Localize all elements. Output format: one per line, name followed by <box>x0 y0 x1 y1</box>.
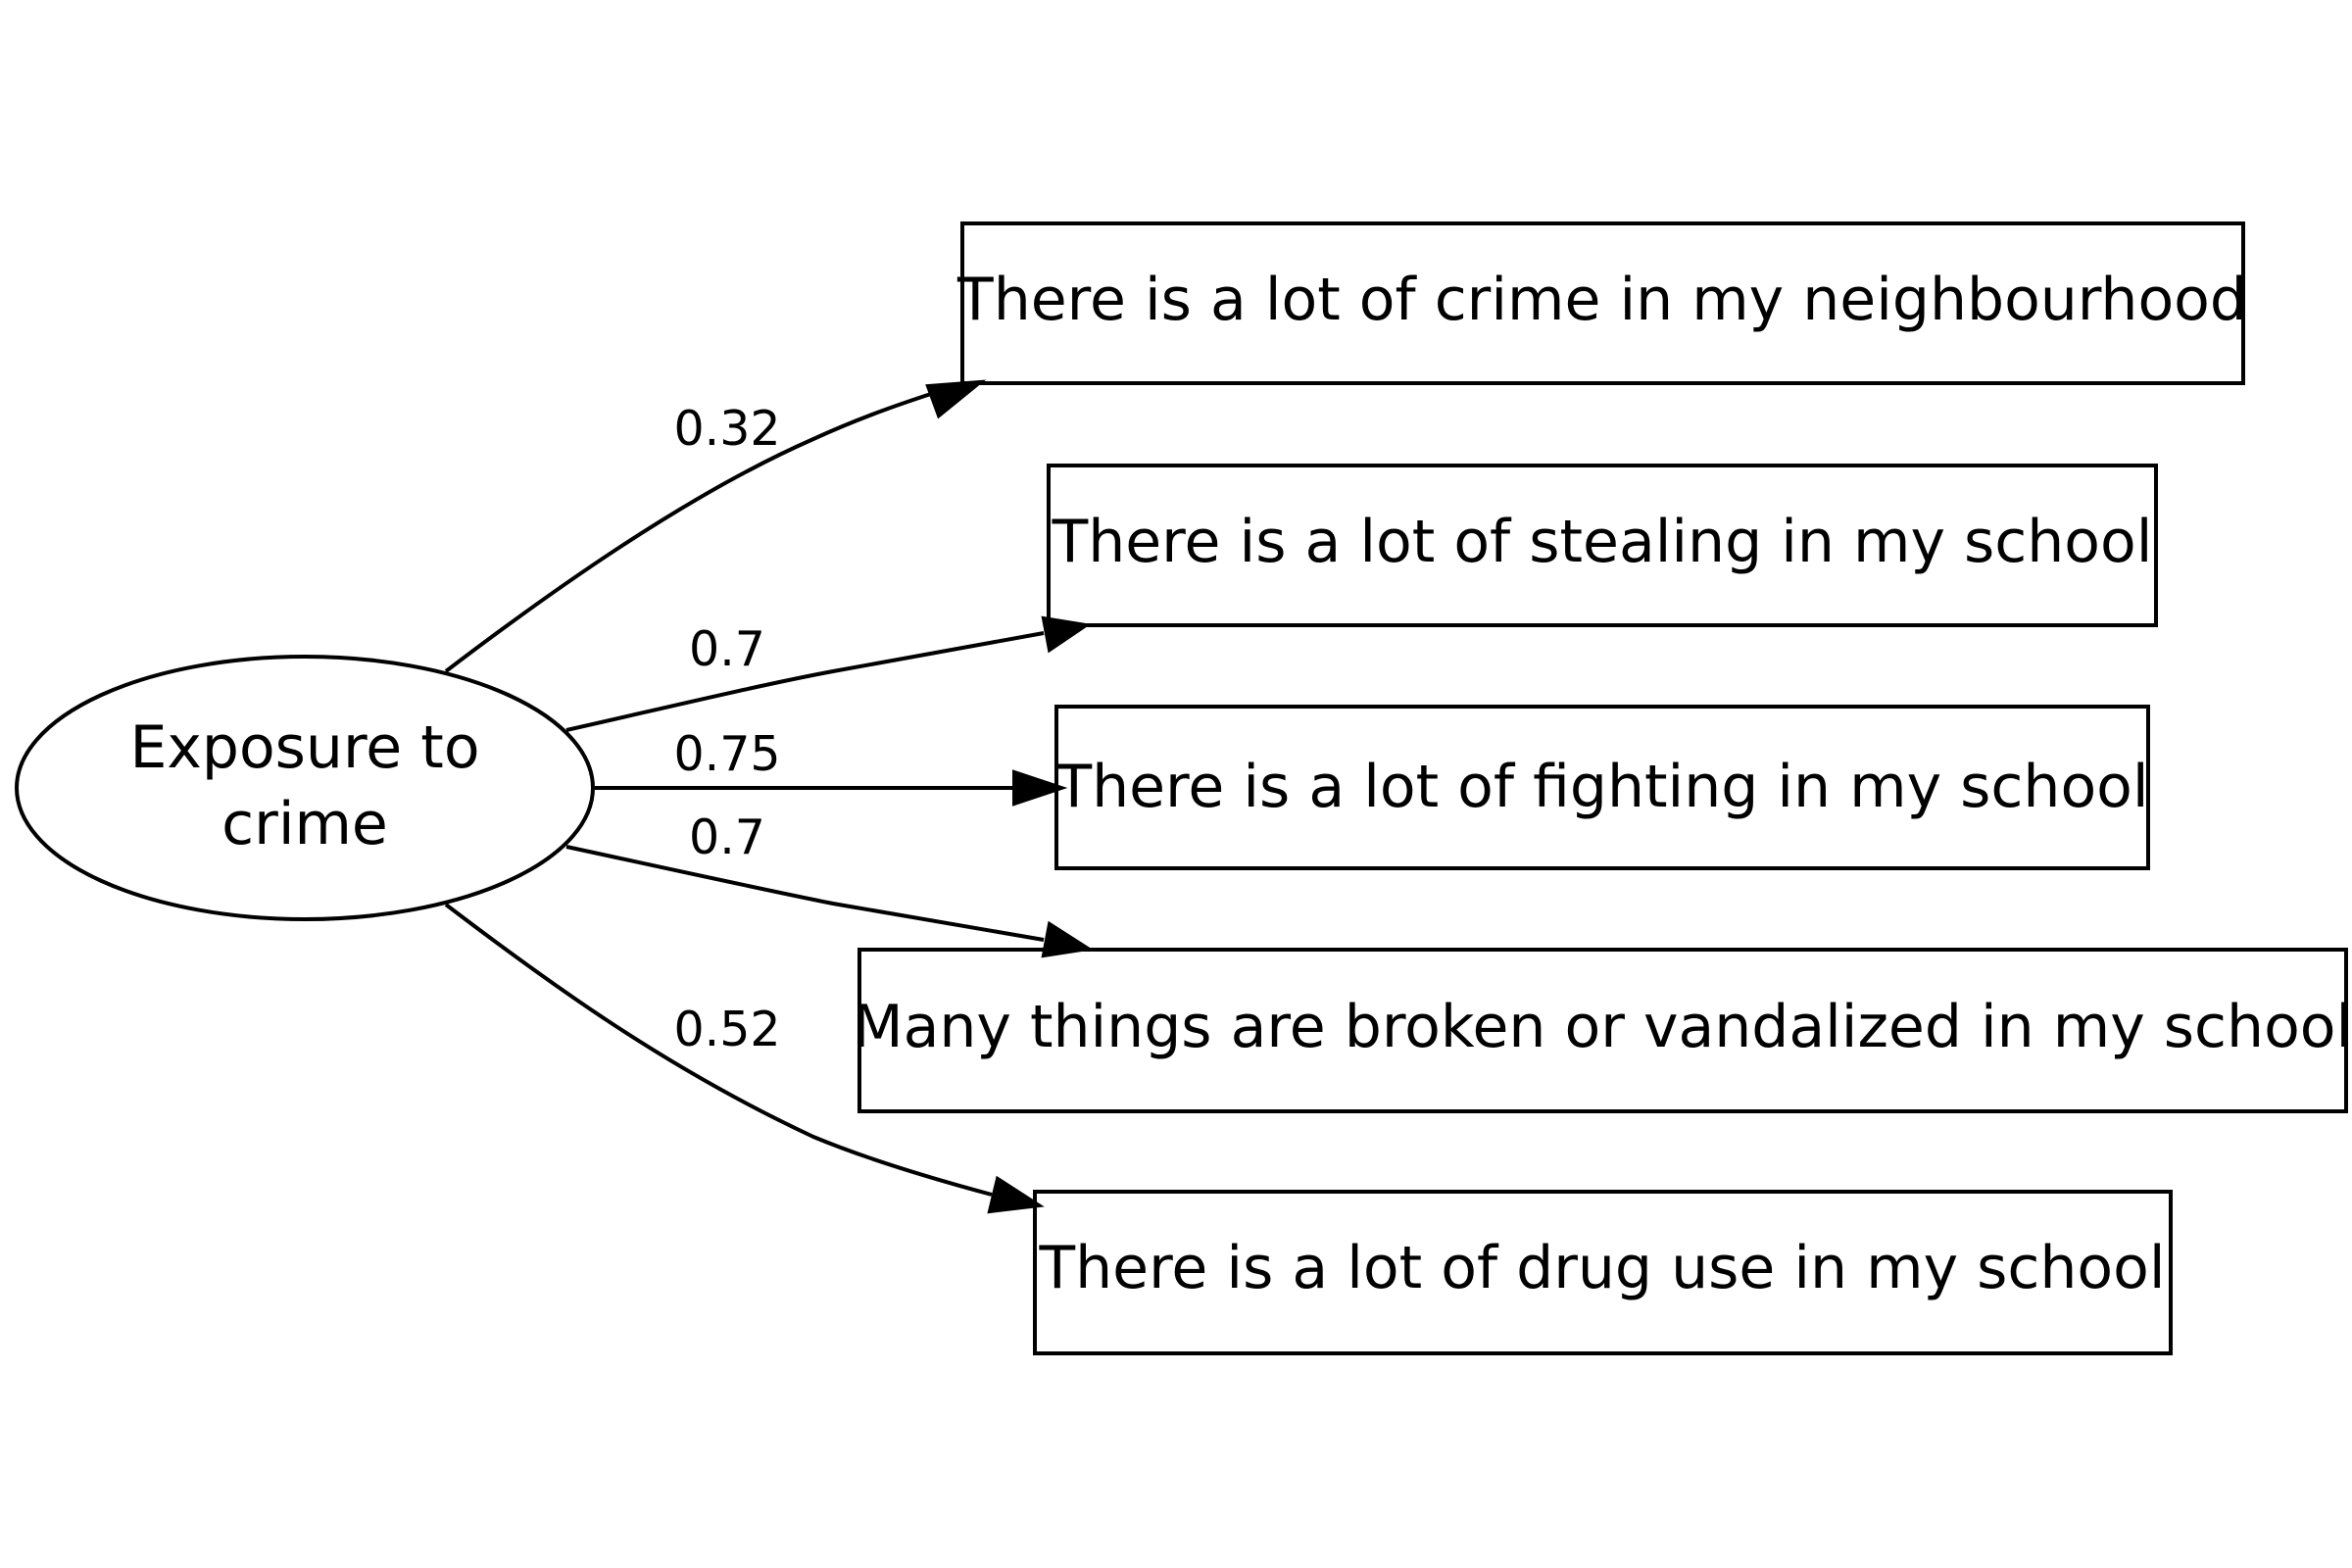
edge-school-stealing: 0.7 <box>565 615 1092 732</box>
indicator-label: There is a lot of fighting in my school <box>1054 753 2148 821</box>
indicator-label: There is a lot of stealing in my school <box>1052 508 2153 576</box>
edge-loading-label: 0.32 <box>673 401 780 457</box>
edge-path <box>444 388 944 673</box>
indicator-label: There is a lot of drug use in my school <box>1038 1234 2165 1302</box>
indicator-node-school-drug-use[interactable]: There is a lot of drug use in my school <box>1033 1190 2173 1355</box>
arrowhead <box>1041 615 1092 654</box>
indicator-box <box>1033 1190 2173 1355</box>
indicator-label: There is a lot of crime in my neighbourh… <box>956 266 2247 334</box>
edge-path <box>565 845 1045 942</box>
latent-ellipse <box>15 655 595 921</box>
indicator-node-school-vandalism[interactable]: Many things are broken or vandalized in … <box>853 948 2352 1113</box>
arrowhead <box>987 1175 1045 1214</box>
indicator-node-school-fighting[interactable]: There is a lot of fighting in my school <box>1054 705 2150 870</box>
edge-school-drug-use: 0.52 <box>444 903 1045 1214</box>
edge-loading-label: 0.7 <box>689 621 765 677</box>
indicator-box <box>858 948 2348 1113</box>
edge-path <box>565 631 1045 732</box>
latent-label-line1: Exposure to <box>129 713 479 782</box>
edge-school-vandalism: 0.7 <box>565 809 1094 958</box>
arrowhead <box>1041 920 1094 958</box>
indicator-label: Many things are broken or vandalized in … <box>853 993 2352 1061</box>
edge-loading-label: 0.7 <box>689 809 765 865</box>
edge-school-fighting: 0.75 <box>595 726 1068 807</box>
indicator-node-neighbourhood-crime[interactable]: There is a lot of crime in my neighbourh… <box>956 221 2247 385</box>
edge-path <box>444 903 993 1197</box>
indicator-box <box>960 221 2245 385</box>
edge-loading-label: 0.75 <box>673 726 780 782</box>
edge-loading-label: 0.52 <box>673 1002 780 1057</box>
edge-neighbourhood-crime: 0.32 <box>444 379 987 673</box>
latent-node[interactable]: Exposure to crime <box>15 655 595 921</box>
arrowhead <box>925 379 987 419</box>
latent-label-line2: crime <box>221 790 388 858</box>
arrowhead <box>1012 769 1068 807</box>
indicator-box <box>1047 464 2158 627</box>
indicator-node-school-stealing[interactable]: There is a lot of stealing in my school <box>1047 464 2158 627</box>
